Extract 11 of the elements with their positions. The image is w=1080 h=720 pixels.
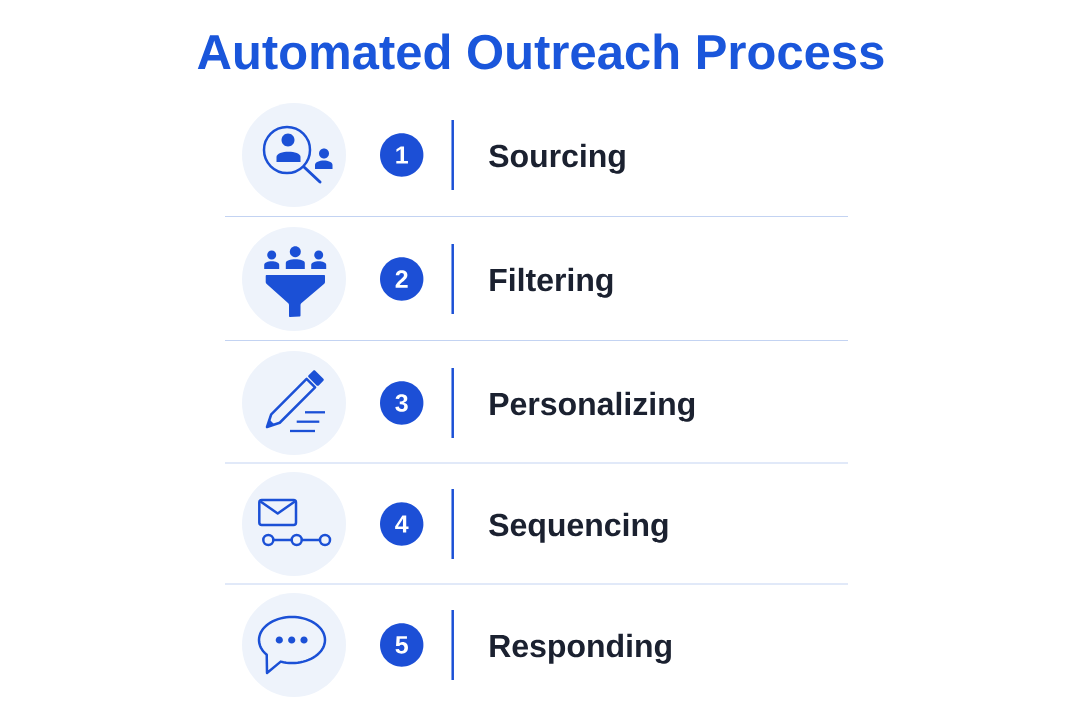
step-label: Personalizing [490, 391, 695, 422]
step-label: Sourcing [489, 143, 625, 174]
step-number: 3 [380, 381, 424, 425]
step-number: 5 [380, 623, 424, 667]
step-number: 2 [380, 257, 424, 301]
step-label: Sequencing [489, 512, 668, 543]
step-number: 1 [380, 133, 424, 177]
step-number: 4 [380, 502, 424, 546]
step-label: Filtering [490, 267, 613, 298]
title: Automated Outreach Process [197, 33, 884, 70]
step-label: Responding [490, 633, 671, 664]
